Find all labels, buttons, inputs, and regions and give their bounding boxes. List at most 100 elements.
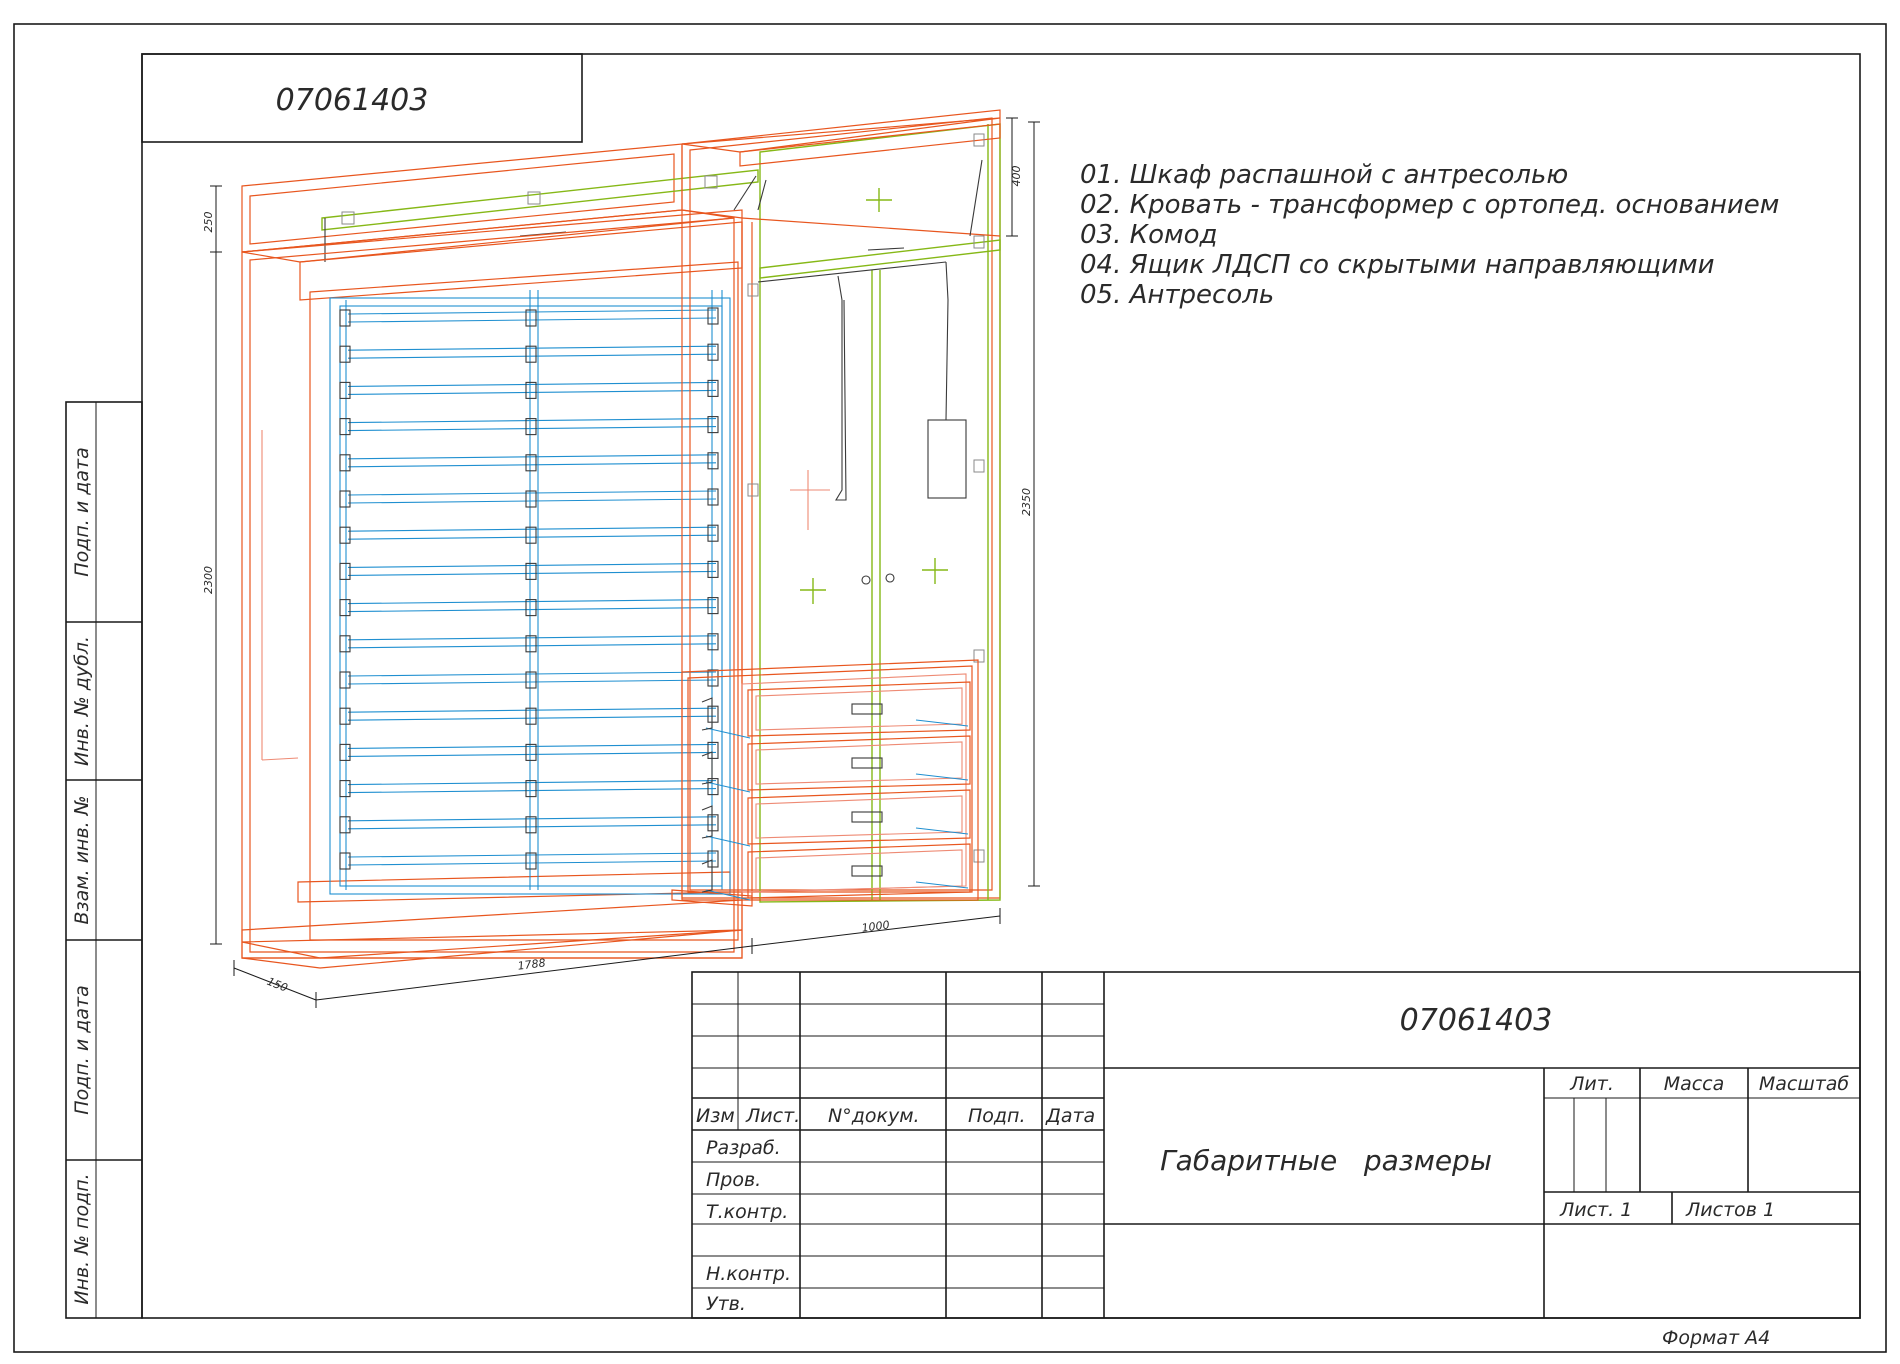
slat-clip bbox=[339, 599, 351, 617]
slat-clip bbox=[525, 418, 537, 436]
slat-clip bbox=[339, 345, 351, 363]
bed-slat bbox=[347, 562, 717, 568]
slat-clip bbox=[339, 852, 351, 870]
bed-slat-clips bbox=[339, 307, 719, 870]
slat-clip bbox=[339, 816, 351, 834]
slat-clip bbox=[339, 707, 351, 725]
bed-slat bbox=[347, 309, 717, 315]
slat-clip bbox=[525, 490, 537, 508]
title-block: Изм Лист. N°докум. Подп. Дата Разраб. Пр… bbox=[691, 971, 1861, 1319]
bed-slat bbox=[347, 454, 717, 460]
header-date: Дата bbox=[1045, 1105, 1095, 1127]
bed-slat-edge bbox=[347, 317, 717, 323]
side-stamp-4: Подп. и дата bbox=[71, 985, 93, 1114]
slat-clip bbox=[525, 526, 537, 544]
dimension-lines: 250 400 2300 2350 150 1788 1000 bbox=[202, 117, 1040, 1008]
role-prov: Пров. bbox=[706, 1169, 761, 1191]
bed-slat-edge bbox=[347, 715, 717, 721]
bed-slat-edge bbox=[347, 353, 717, 359]
bed-slat-edge bbox=[347, 498, 717, 504]
slat-clip bbox=[339, 490, 351, 508]
drawer bbox=[701, 789, 971, 847]
bed-slat-edge bbox=[347, 534, 717, 540]
furniture-drawing: 250 400 2300 2350 150 1788 1000 bbox=[202, 109, 1040, 1008]
header-list: Лист. bbox=[745, 1105, 800, 1127]
slat-clip bbox=[525, 309, 537, 327]
stamp-mass: Масса bbox=[1664, 1073, 1725, 1095]
dim-top-right-height: 400 bbox=[1010, 166, 1023, 187]
slat-clip bbox=[525, 780, 537, 798]
slat-clip bbox=[525, 707, 537, 725]
slat-clip bbox=[707, 379, 719, 397]
legend: 01. Шкаф распашной с антресолью 02. Кров… bbox=[1080, 160, 1779, 310]
stamp-title: Габаритные размеры bbox=[1160, 1144, 1492, 1177]
slat-clip bbox=[525, 381, 537, 399]
bed-slat bbox=[347, 381, 717, 387]
bed-slat-edge bbox=[347, 607, 717, 613]
bed-slat-edge bbox=[347, 788, 717, 794]
slat-clip bbox=[707, 741, 719, 759]
slat-clip bbox=[707, 633, 719, 651]
slat-clip bbox=[707, 307, 719, 325]
bed-slat-edge bbox=[347, 824, 717, 830]
slat-clip bbox=[707, 850, 719, 868]
inner-border bbox=[141, 53, 1861, 1319]
bed-slat bbox=[347, 780, 717, 786]
bed-slat bbox=[347, 671, 717, 677]
role-nkontr: Н.контр. bbox=[706, 1263, 791, 1285]
chest-of-drawers bbox=[671, 659, 979, 907]
side-stamp-1: Подп. и дата bbox=[71, 447, 93, 576]
side-stamp-2: Инв. № дубл. bbox=[71, 636, 93, 766]
slat-clip bbox=[339, 671, 351, 689]
bed-slat bbox=[347, 599, 717, 605]
slat-clip bbox=[525, 599, 537, 617]
slat-clip bbox=[525, 671, 537, 689]
bed-slat-edge bbox=[347, 643, 717, 649]
slat-clip bbox=[339, 635, 351, 653]
role-tkontr: Т.контр. bbox=[706, 1201, 788, 1223]
bed-slat-edge bbox=[347, 679, 717, 685]
number-box bbox=[141, 53, 583, 143]
bed-slat bbox=[347, 816, 717, 822]
slat-clip bbox=[707, 597, 719, 615]
slat-clip bbox=[525, 635, 537, 653]
bed-slat bbox=[347, 526, 717, 532]
stamp-drawing-number: 07061403 bbox=[1400, 1003, 1553, 1038]
bed-slat-edge bbox=[347, 860, 717, 866]
slat-clip bbox=[525, 454, 537, 472]
bed-slat bbox=[347, 635, 717, 641]
bed-base bbox=[329, 290, 731, 895]
drawer bbox=[701, 843, 971, 901]
legend-item-5: 05. Антресоль bbox=[1080, 280, 1274, 310]
slat-clip bbox=[525, 743, 537, 761]
slat-clip bbox=[339, 526, 351, 544]
slat-clip bbox=[339, 381, 351, 399]
stamp-sheets: Листов 1 bbox=[1685, 1199, 1775, 1221]
bed-slats bbox=[347, 309, 717, 866]
format-label: Формат А4 bbox=[1662, 1327, 1770, 1349]
legend-item-1: 01. Шкаф распашной с антресолью bbox=[1080, 160, 1568, 190]
drawer bbox=[701, 681, 971, 739]
slat-clip bbox=[339, 743, 351, 761]
bed-slat-edge bbox=[347, 570, 717, 576]
bed-slat bbox=[347, 852, 717, 858]
slat-clip bbox=[707, 669, 719, 687]
dim-right-height: 2350 bbox=[1020, 488, 1033, 516]
slat-clip bbox=[707, 343, 719, 361]
bed-slat-edge bbox=[347, 751, 717, 757]
stamp-scale: Масштаб bbox=[1759, 1073, 1850, 1095]
bed-slat bbox=[347, 490, 717, 496]
slat-clip bbox=[525, 562, 537, 580]
header-izm: Изм bbox=[696, 1105, 735, 1127]
drawer-stack bbox=[701, 681, 971, 901]
slat-clip bbox=[707, 452, 719, 470]
dim-left-height: 2300 bbox=[202, 566, 215, 594]
legend-item-4: 04. Ящик ЛДСП со скрытыми направляющими bbox=[1080, 250, 1715, 280]
bed-slat bbox=[347, 707, 717, 713]
bed-slat bbox=[347, 345, 717, 351]
bed-slat-edge bbox=[347, 389, 717, 395]
slat-clip bbox=[707, 778, 719, 796]
slat-clip bbox=[707, 705, 719, 723]
slat-clip bbox=[339, 780, 351, 798]
slat-clip bbox=[525, 816, 537, 834]
